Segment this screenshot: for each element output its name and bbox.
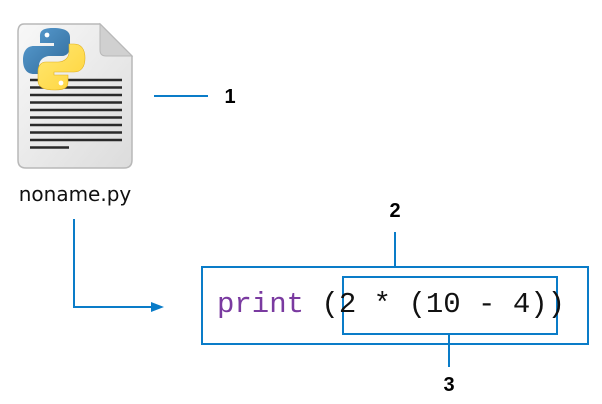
python-file-icon [17,22,134,169]
callout-1-label: 1 [224,86,236,108]
python-logo [23,28,86,91]
callout-2-label: 2 [389,200,401,222]
code-line: print (2 * (10 - 4)) [217,288,565,322]
callout-3-label: 3 [443,374,455,396]
file-name-label: noname.py [18,182,132,206]
statement-box [201,266,589,345]
folded-corner [99,22,134,57]
close-paren: ) [547,288,566,321]
expression-box [342,276,558,335]
open-paren: ( [304,288,339,321]
arrowhead-icon [151,302,164,312]
inner-expression: 2 * (10 - 4) [338,288,548,321]
file-to-code-arrow-line [73,219,152,308]
print-keyword: print [217,288,305,321]
